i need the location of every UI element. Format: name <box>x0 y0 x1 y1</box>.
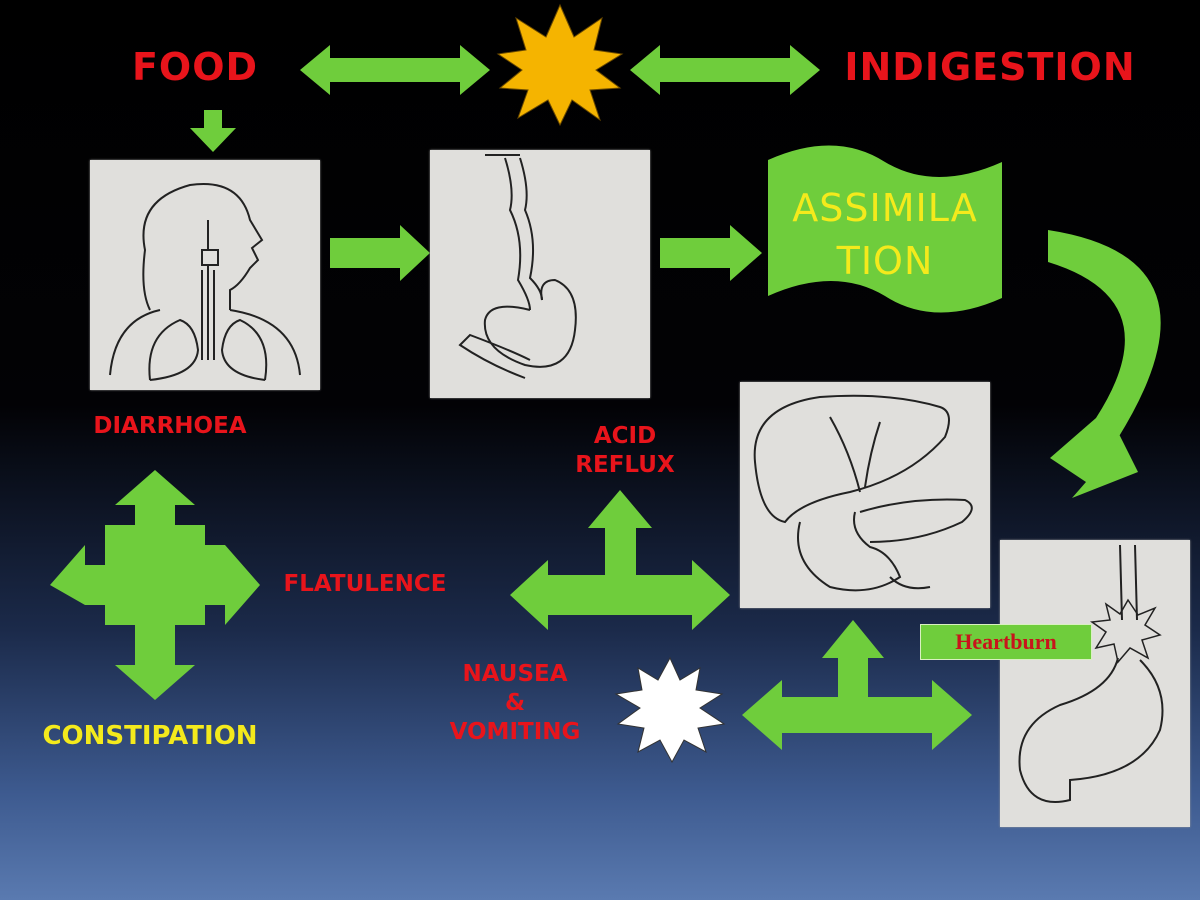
assimilation-line-1: ASSIMILA <box>792 186 978 230</box>
nausea-line-1: NAUSEA <box>462 661 568 687</box>
orange-starburst-icon <box>496 3 624 127</box>
indigestion-label: INDIGESTION <box>844 45 1136 89</box>
t-arrow-nausea <box>742 620 972 750</box>
right-arrow-1 <box>330 225 430 281</box>
heartburn-label: Heartburn <box>920 624 1092 660</box>
right-arrow-2 <box>660 225 762 281</box>
assimilation-label: ASSIMILA TION <box>775 182 995 288</box>
acid-reflux-line-1: ACID <box>593 423 657 449</box>
down-arrow-food <box>190 110 236 152</box>
assimilation-line-2: TION <box>836 239 934 284</box>
t-arrow-acid-reflux <box>510 490 730 630</box>
assimilation-banner <box>768 145 1002 313</box>
curved-arrow-right <box>1048 230 1161 498</box>
flatulence-label: FLATULENCE <box>283 571 447 597</box>
four-way-arrow <box>50 470 260 700</box>
double-arrow-food-sun <box>300 45 490 95</box>
nausea-line-2: & <box>504 689 526 716</box>
white-starburst-icon <box>614 656 726 764</box>
nausea-vomiting-label: NAUSEA & VOMITING <box>430 660 600 746</box>
esophagus-stomach-sketch <box>430 150 650 398</box>
stomach-heartburn-sketch <box>1000 540 1190 827</box>
acid-reflux-line-2: REFLUX <box>575 451 675 478</box>
liver-pancreas-sketch <box>740 382 990 608</box>
diarrhoea-label: DIARRHOEA <box>93 413 247 439</box>
acid-reflux-label: ACID REFLUX <box>555 422 695 480</box>
food-label: FOOD <box>131 45 259 89</box>
head-and-throat-sketch <box>90 160 320 390</box>
double-arrow-sun-indigestion <box>630 45 820 95</box>
nausea-line-3: VOMITING <box>449 718 581 745</box>
constipation-label: CONSTIPATION <box>42 721 258 751</box>
